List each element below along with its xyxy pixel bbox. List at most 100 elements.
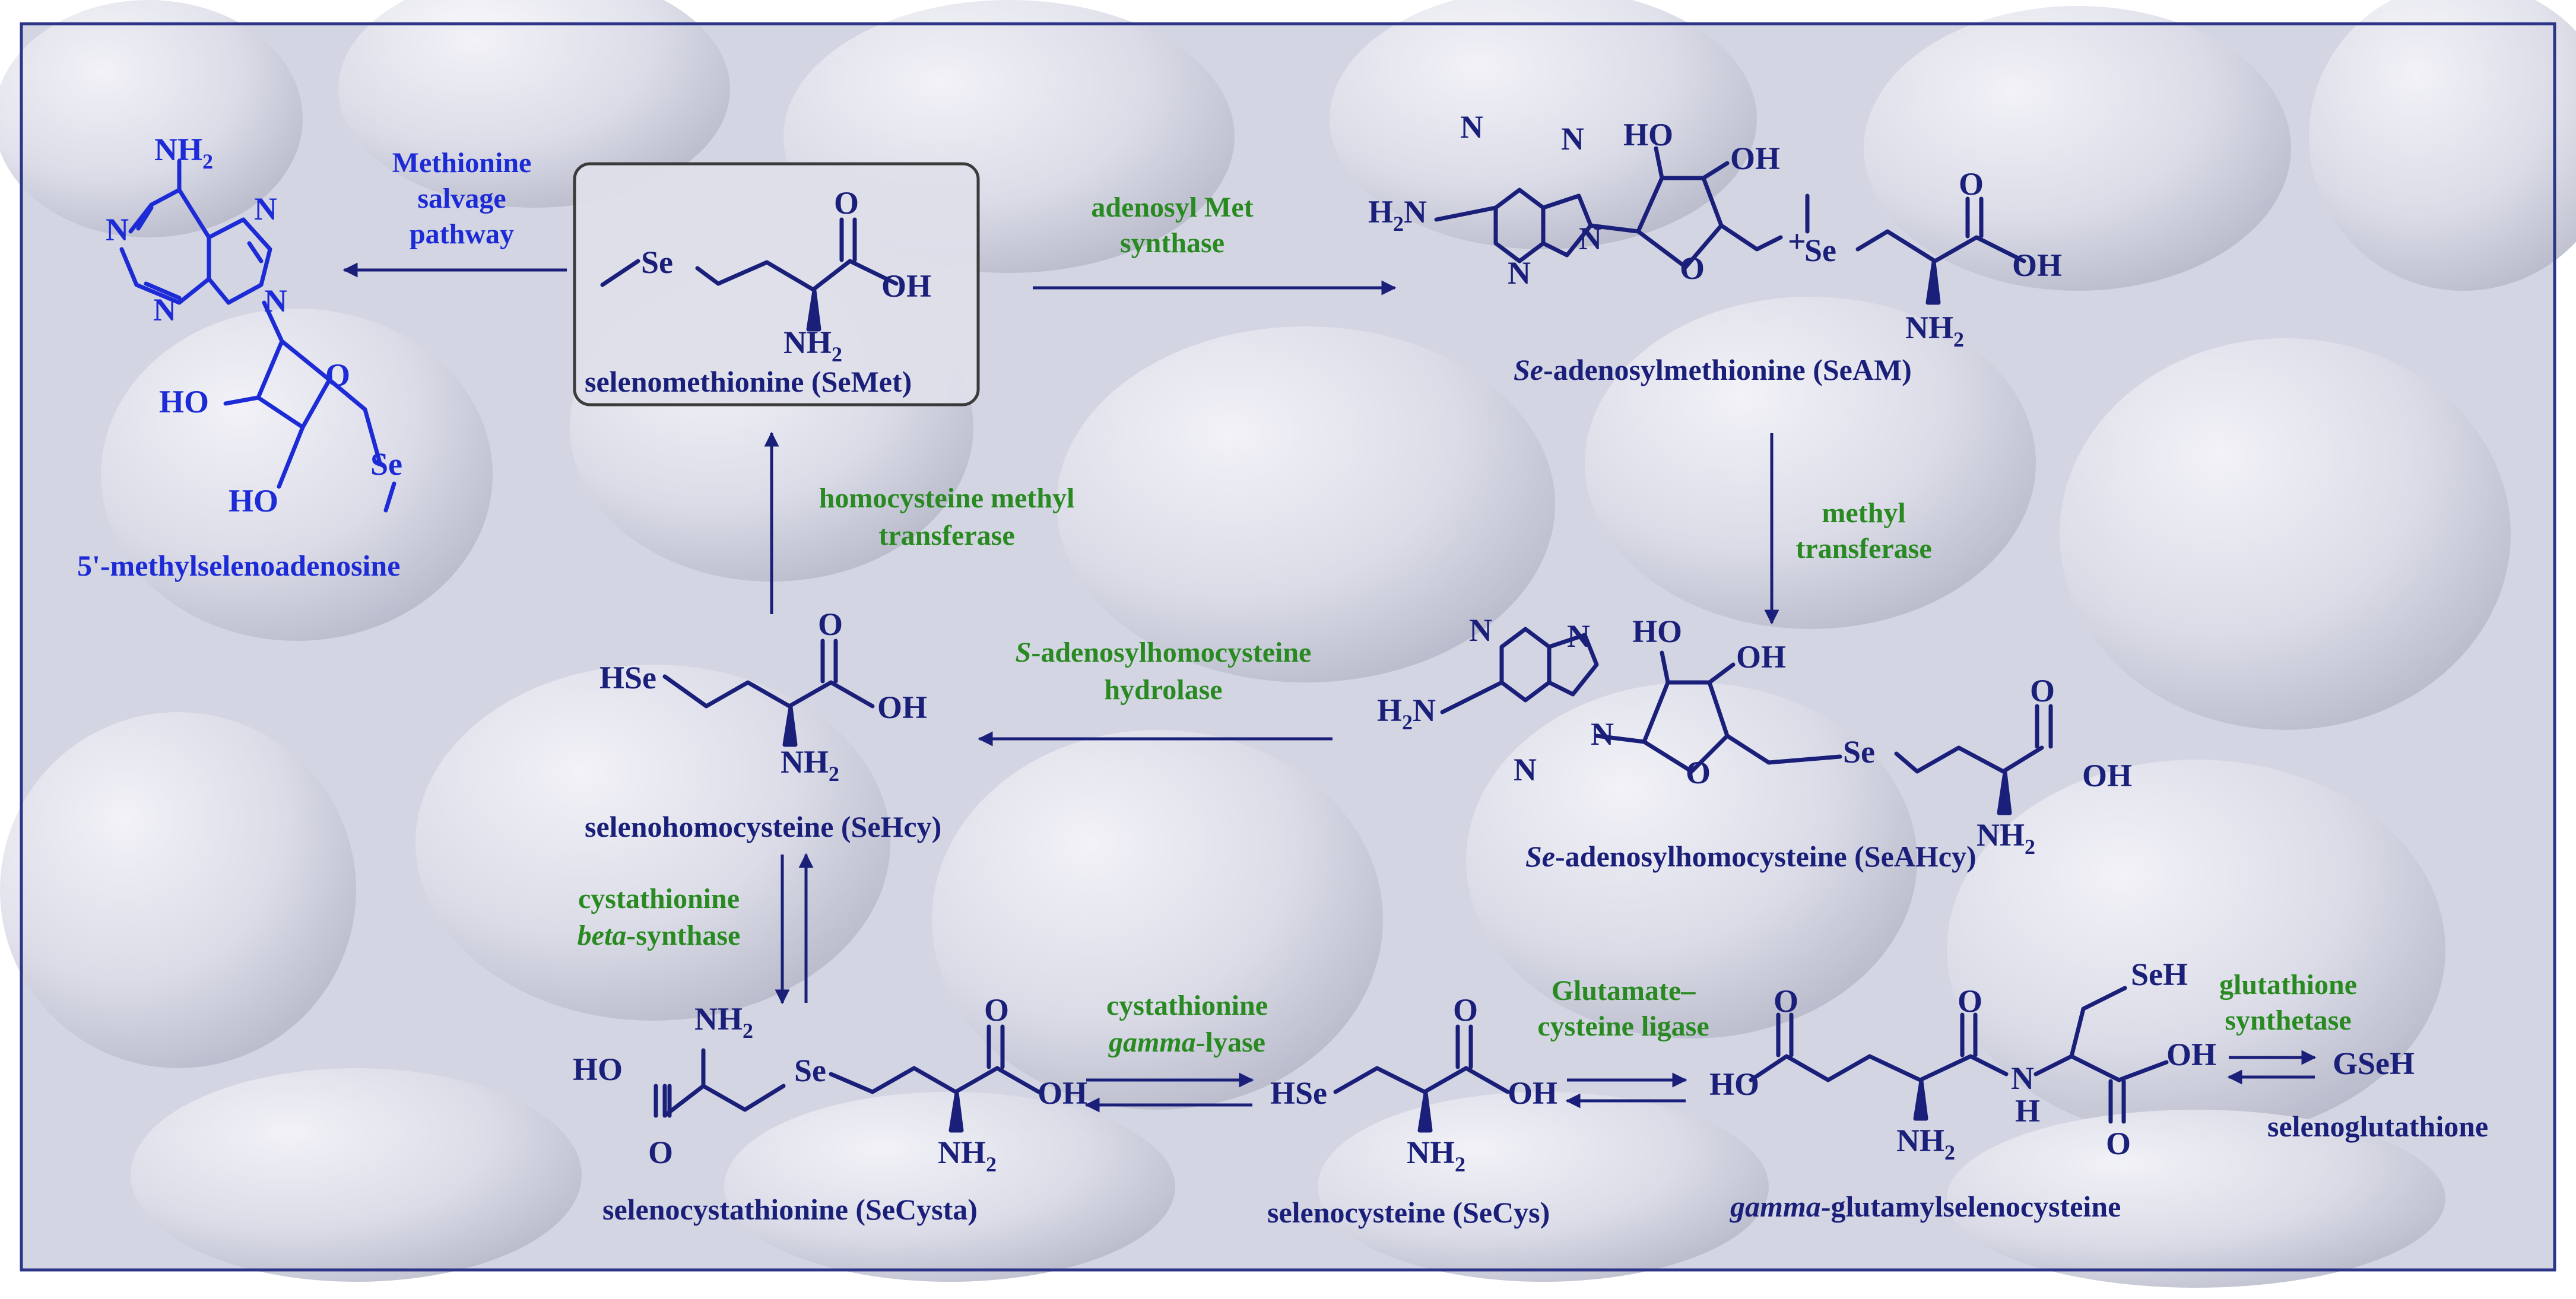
seam-h2n: H2N: [1368, 194, 1427, 236]
mtsa-se: Se: [370, 446, 402, 482]
compound-gseh: GSeH selenoglutathione: [2267, 1046, 2488, 1143]
seam-n1: N: [1460, 109, 1483, 145]
seam-n7: N: [1508, 255, 1531, 291]
mtsa-n3: N: [153, 292, 176, 328]
seahcy-h2n: H2N: [1377, 693, 1436, 734]
svg-text:synthase: synthase: [1120, 227, 1224, 259]
compound-seahcy: N N N N H2N O HO OH Se O OH NH2 Se-adeno…: [1377, 612, 2132, 873]
seahcy-o2: O: [2030, 673, 2055, 709]
seahcy-n1: N: [1469, 612, 1492, 648]
reaction-arrows: [342, 262, 2317, 1113]
secysta-oh: OH: [1038, 1075, 1087, 1111]
label-gglu: gamma-glutamylselenocysteine: [1730, 1190, 2121, 1223]
mtsa-ho1: HO: [159, 384, 209, 420]
svg-text:adenosyl Met: adenosyl Met: [1091, 192, 1253, 223]
label-semet: selenomethionine (SeMet): [585, 365, 912, 398]
seam-plus: +: [1788, 224, 1806, 259]
secysta-nh2b: NH2: [938, 1135, 997, 1176]
compound-secysta: NH2 HO O Se O OH NH2 selenocystathionine…: [573, 992, 1087, 1226]
compound-semet: Se O OH NH2 selenomethionine (SeMet): [573, 162, 980, 406]
mtsa-n1: N: [106, 212, 129, 247]
sehcy-oh: OH: [877, 690, 927, 725]
gglu-o3: O: [2106, 1126, 2131, 1161]
seahcy-n7: N: [1514, 752, 1537, 787]
gglu-ho: HO: [1709, 1066, 1759, 1102]
secys-o: O: [1453, 992, 1478, 1028]
svg-text:transferase: transferase: [1795, 533, 1931, 564]
svg-text:synthetase: synthetase: [2225, 1005, 2351, 1036]
seahcy-n3: N: [1567, 618, 1590, 654]
seam-se: Se: [1804, 233, 1836, 268]
compound-seam: N N N N H2N O HO OH + Se O OH NH2 Se-ade…: [1368, 109, 2062, 386]
mtsa-o: O: [325, 357, 350, 393]
enzyme-cgl: cystathionine gamma-lyase: [1106, 990, 1268, 1058]
gglu-seh: SeH: [2131, 957, 2188, 992]
seahcy-oh2: OH: [2082, 758, 2132, 793]
semet-box: [573, 162, 980, 406]
compound-secys: HSe O OH NH2 selenocysteine (SeCys): [1267, 992, 1557, 1229]
gglu-o2: O: [1958, 983, 1982, 1019]
seahcy-ho: HO: [1632, 614, 1682, 649]
enzyme-adenosyl-met-synthase: adenosyl Met synthase: [1091, 192, 1253, 259]
seahcy-se: Se: [1843, 734, 1875, 770]
label-secysta: selenocystathionine (SeCysta): [602, 1193, 978, 1226]
semet-se: Se: [641, 244, 673, 280]
semet-oh: OH: [881, 268, 931, 304]
mtsa-nh2: NH2: [154, 132, 213, 173]
svg-text:S-adenosylhomocysteine: S-adenosylhomocysteine: [1016, 637, 1312, 668]
semet-o: O: [834, 185, 859, 221]
enzyme-methionine-salvage: Methionine salvage pathway: [392, 147, 532, 250]
svg-text:beta-synthase: beta-synthase: [578, 920, 741, 951]
label-secys: selenocysteine (SeCys): [1267, 1196, 1550, 1229]
svg-text:methyl: methyl: [1822, 497, 1905, 529]
compound-mtsa: NH2 N N N N O HO HO Se 5'-methylselenoad…: [77, 132, 402, 582]
gglu-n: N: [2011, 1060, 2034, 1096]
svg-text:pathway: pathway: [410, 218, 514, 250]
seam-o2: O: [1959, 166, 1984, 202]
gglu-h: H: [2015, 1093, 2040, 1129]
svg-text:Methionine: Methionine: [392, 147, 532, 179]
figure-frame: [20, 22, 2556, 1272]
enzyme-sah-hydrolase: S-adenosylhomocysteine hydrolase: [1016, 637, 1312, 706]
label-sehcy: selenohomocysteine (SeHcy): [585, 810, 941, 843]
seam-ho: HO: [1623, 117, 1673, 153]
svg-text:cystathionine: cystathionine: [1106, 990, 1268, 1021]
label-seam: Se-adenosylmethionine (SeAM): [1514, 353, 1912, 386]
gglu-oh: OH: [2166, 1037, 2216, 1072]
svg-text:salvage: salvage: [417, 183, 506, 214]
enzyme-cbs: cystathionine beta-synthase: [578, 883, 741, 951]
svg-text:hydrolase: hydrolase: [1104, 674, 1222, 706]
label-mtsa: 5'-methylselenoadenosine: [77, 549, 400, 582]
compound-sehcy: HSe O OH NH2 selenohomocysteine (SeHcy): [585, 606, 941, 843]
seam-o: O: [1680, 250, 1705, 286]
sehcy-hse: HSe: [599, 660, 656, 695]
label-selenoglutathione: selenoglutathione: [2267, 1110, 2488, 1143]
enzyme-gcl: Glutamate– cysteine ligase: [1537, 975, 1709, 1042]
compound-gglu: HO O O N H SeH OH O NH2 gamma-glutamylse…: [1709, 957, 2216, 1223]
svg-text:glutathione: glutathione: [2219, 969, 2357, 1001]
seahcy-n9: N: [1591, 716, 1614, 752]
secys-oh: OH: [1508, 1075, 1557, 1111]
svg-text:transferase: transferase: [878, 520, 1014, 551]
sehcy-nh2: NH2: [781, 744, 839, 786]
enzyme-methyl-transferase: methyl transferase: [1795, 497, 1931, 564]
svg-text:gamma-lyase: gamma-lyase: [1108, 1027, 1265, 1058]
svg-text:cystathionine: cystathionine: [578, 883, 740, 914]
secys-hse: HSe: [1270, 1075, 1327, 1111]
seam-nh2: NH2: [1905, 310, 1964, 351]
seam-n9: N: [1579, 221, 1602, 256]
seam-oh2: OH: [2012, 247, 2062, 283]
secysta-o1: O: [648, 1135, 673, 1170]
gseh-formula: GSeH: [2333, 1046, 2415, 1081]
mtsa-ho2: HO: [229, 483, 278, 519]
mtsa-n7: N: [254, 191, 277, 227]
secysta-se: Se: [794, 1053, 826, 1088]
svg-text:homocysteine methyl: homocysteine methyl: [819, 482, 1075, 514]
secysta-ho: HO: [573, 1052, 623, 1087]
enzyme-homocysteine-methyltransferase: homocysteine methyl transferase: [819, 482, 1075, 551]
sehcy-o: O: [818, 606, 843, 642]
semet-nh2: NH2: [783, 325, 842, 366]
